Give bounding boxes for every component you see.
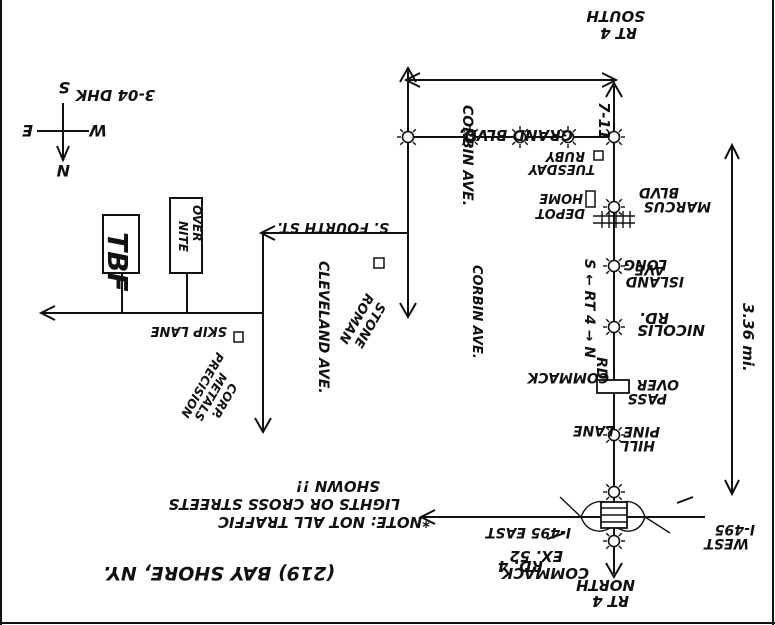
overpass-box <box>596 379 630 394</box>
rt4-south-arrow <box>605 80 623 98</box>
traffic-light-icon <box>603 316 625 338</box>
dist-arrow-l <box>601 72 619 88</box>
cleveland-arrow <box>254 417 272 435</box>
over-nite-label: OVER NITE <box>176 205 204 253</box>
seven-eleven-label: 7-11 <box>595 102 613 140</box>
marcus-blvd-label: MARCUS BLVD <box>639 184 711 214</box>
compass-n: N <box>56 161 70 180</box>
traffic-light-icon <box>459 126 481 148</box>
tbf-building <box>102 214 140 274</box>
distance-label: 3.36 mi. <box>739 303 757 372</box>
corbin-ave-top-label: CORBIN AVE. <box>459 105 475 206</box>
overpass-label: OVER PASS <box>628 376 679 406</box>
title-label: (219) BAY SHORE, NY. <box>103 562 335 584</box>
exit-52-label: EX. 52 COMMACK RD. 4 <box>496 547 589 582</box>
distance-arrow-top <box>724 479 740 497</box>
ramp-ne <box>559 496 582 518</box>
author-label: 3-04 DHK <box>74 86 155 104</box>
traffic-light-icon <box>557 126 579 148</box>
rt4-route-label: COMMACK <box>526 369 609 385</box>
traffic-light-icon <box>603 424 625 446</box>
compass-s: S <box>58 78 70 97</box>
i495-east-label: I-495 EAST <box>484 524 571 540</box>
precision-metals-box <box>233 331 244 343</box>
home-depot-box <box>585 190 596 208</box>
traffic-light-icon <box>603 196 625 218</box>
precision-metals-label: PRECISION METALS CORP. <box>176 350 250 437</box>
traffic-light-icon <box>603 255 625 277</box>
long-island-label: AVE. ISLAND LONG <box>621 256 684 289</box>
traffic-light-icon <box>603 126 625 148</box>
note-label: *NOTE: NOT ALL TRAFFIC LIGHTS OR CROSS S… <box>163 477 430 531</box>
corbin-ave-bottom-label: CORBIN AVE. <box>469 265 484 359</box>
rt4-north-label: RT 4 NORTH <box>576 576 635 610</box>
rt4-route-direction: S ← RT 4 → N <box>581 259 597 358</box>
corbin-ave-arrow-top <box>399 65 417 83</box>
rt4-north-arrow <box>605 562 623 580</box>
fourth-arrow <box>258 225 276 241</box>
skip-lane-label: SKIP LANE <box>150 323 227 338</box>
traffic-lights <box>397 126 625 552</box>
compass-e: E <box>22 121 33 140</box>
roman-stone-box <box>373 257 385 269</box>
home-depot-label: HOME DEPOT <box>535 190 585 220</box>
pine-hill-label: PINE HILL LANE <box>573 422 660 453</box>
i495-east-arrow <box>418 509 436 525</box>
traffic-light-icon <box>603 481 625 503</box>
traffic-light-icon <box>397 126 419 148</box>
overnite-building <box>169 197 203 274</box>
rt4-south-label: RT 4 SOUTH <box>586 7 645 42</box>
labels: RT 4 SOUTH RT 4 NORTH COMMACK RD S ← RT … <box>22 7 757 610</box>
roman-stone-label: ROMAN STONE <box>333 291 389 358</box>
nicolis-rd-label: NICOLIS RD. <box>632 309 705 339</box>
tbf-label: TBF <box>101 232 134 292</box>
ramp-arrow-2 <box>546 532 566 540</box>
cleveland-ave-label: CLEVELAND AVE. <box>315 261 331 394</box>
ruby-tuesday-box <box>593 150 604 161</box>
compass-w: W <box>88 121 107 140</box>
distance-arrow-bottom <box>724 142 740 160</box>
grand-blvd-label: GRAND BLVD. <box>459 126 573 144</box>
ramp-arrow-1 <box>676 496 694 504</box>
compass-arrow <box>56 145 70 163</box>
i495-west-label: I-495 WEST <box>703 521 755 551</box>
traffic-light-icon <box>509 126 531 148</box>
traffic-light-icon <box>603 530 625 552</box>
corbin-ave-arrow <box>399 302 417 320</box>
ruby-tuesday-label: RUBY TUESDAY <box>527 148 595 176</box>
s-fourth-st-label: S. FOURTH ST. <box>277 219 389 235</box>
ramp-sw <box>644 516 671 534</box>
rt4-route-rd: RD <box>593 357 609 379</box>
skip-lane-arrow <box>38 305 56 321</box>
dist-arrow-r <box>403 72 421 88</box>
rotated-map: RT 4 SOUTH RT 4 NORTH COMMACK RD S ← RT … <box>22 7 757 610</box>
